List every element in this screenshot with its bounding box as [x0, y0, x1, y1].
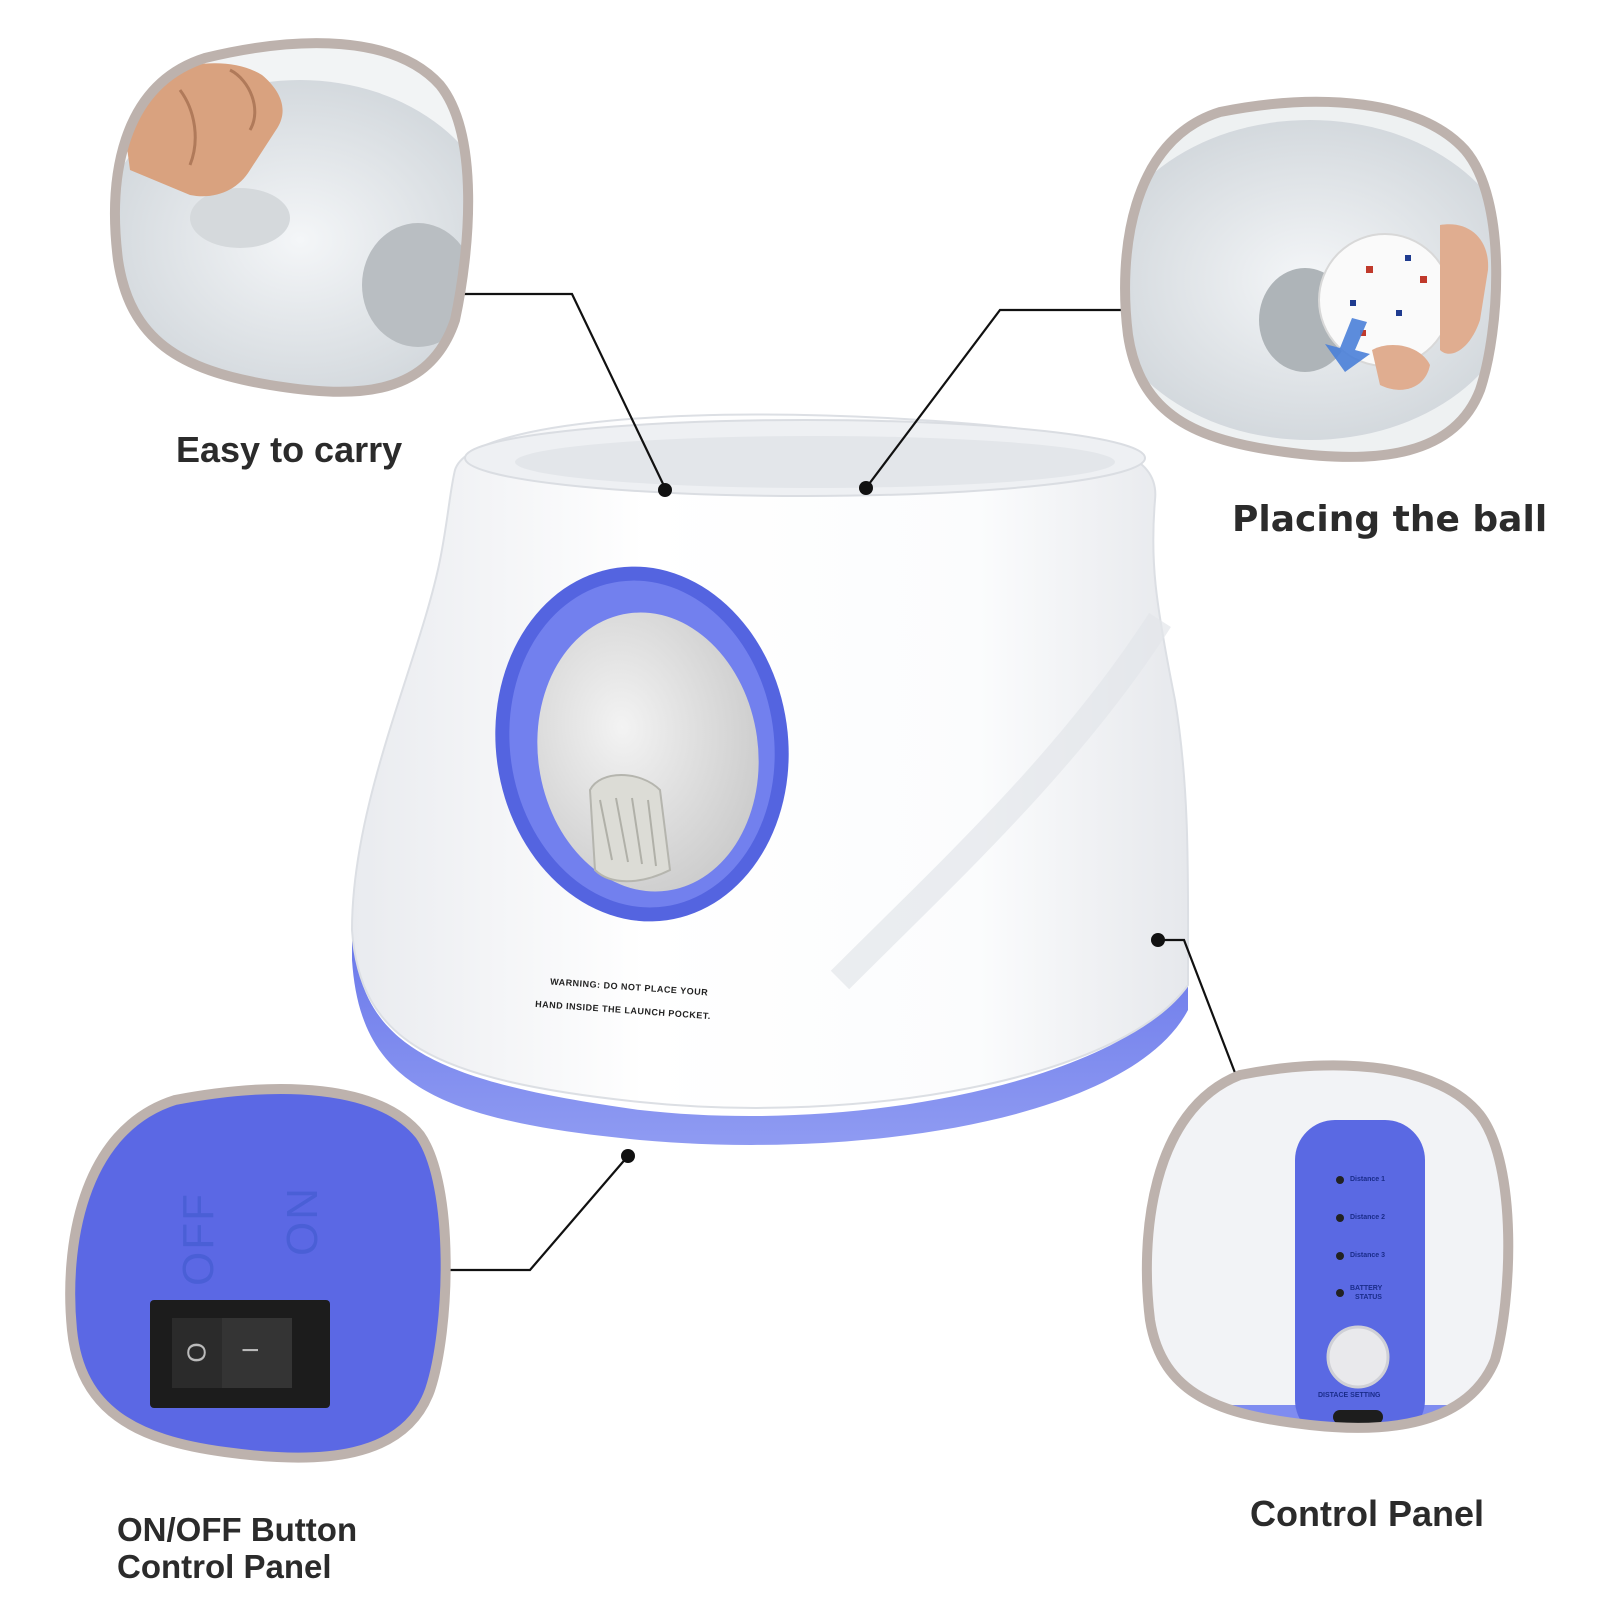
off-symbol: O	[181, 1342, 212, 1363]
caption-onoff-line-1: ON/OFF Button	[117, 1511, 358, 1548]
launch-pocket	[495, 566, 789, 922]
distance-setting-label: DISTACE SETTING	[1318, 1392, 1381, 1399]
inset-switch	[65, 1084, 451, 1463]
usb-c-port-icon	[1333, 1410, 1383, 1424]
caption-placing-the-ball: Placing the ball	[1232, 499, 1548, 540]
callout-dots	[621, 481, 1165, 1163]
led-label-distance-2: Distance 2	[1350, 1214, 1386, 1221]
caption-easy-to-carry: Easy to carry	[176, 429, 403, 470]
led-label-status: STATUS	[1355, 1294, 1382, 1301]
base-ring	[352, 930, 1188, 1145]
callout-lines	[438, 292, 1239, 1272]
led-label-distance-1: Distance 1	[1350, 1176, 1386, 1183]
inset-carry	[110, 38, 474, 397]
inset-control-panel	[1141, 1060, 1514, 1433]
launcher-device	[350, 413, 1190, 1145]
caption-control-panel: Control Panel	[1250, 1493, 1485, 1534]
on-symbol: I	[238, 1346, 264, 1354]
distance-setting-button[interactable]	[1326, 1325, 1390, 1389]
caption-onoff-line-2: Control Panel	[117, 1547, 332, 1585]
off-label: OFF	[174, 1192, 223, 1286]
led-label-distance-3: Distance 3	[1350, 1252, 1386, 1259]
inset-ball	[1120, 96, 1502, 462]
caption-onoff-button: ON/OFF Button Control Panel	[117, 1511, 358, 1586]
bowl-inner	[515, 436, 1115, 488]
led-label-battery: BATTERY	[1350, 1285, 1383, 1292]
down-arrow-icon	[1325, 318, 1370, 372]
on-label: ON	[278, 1186, 327, 1256]
